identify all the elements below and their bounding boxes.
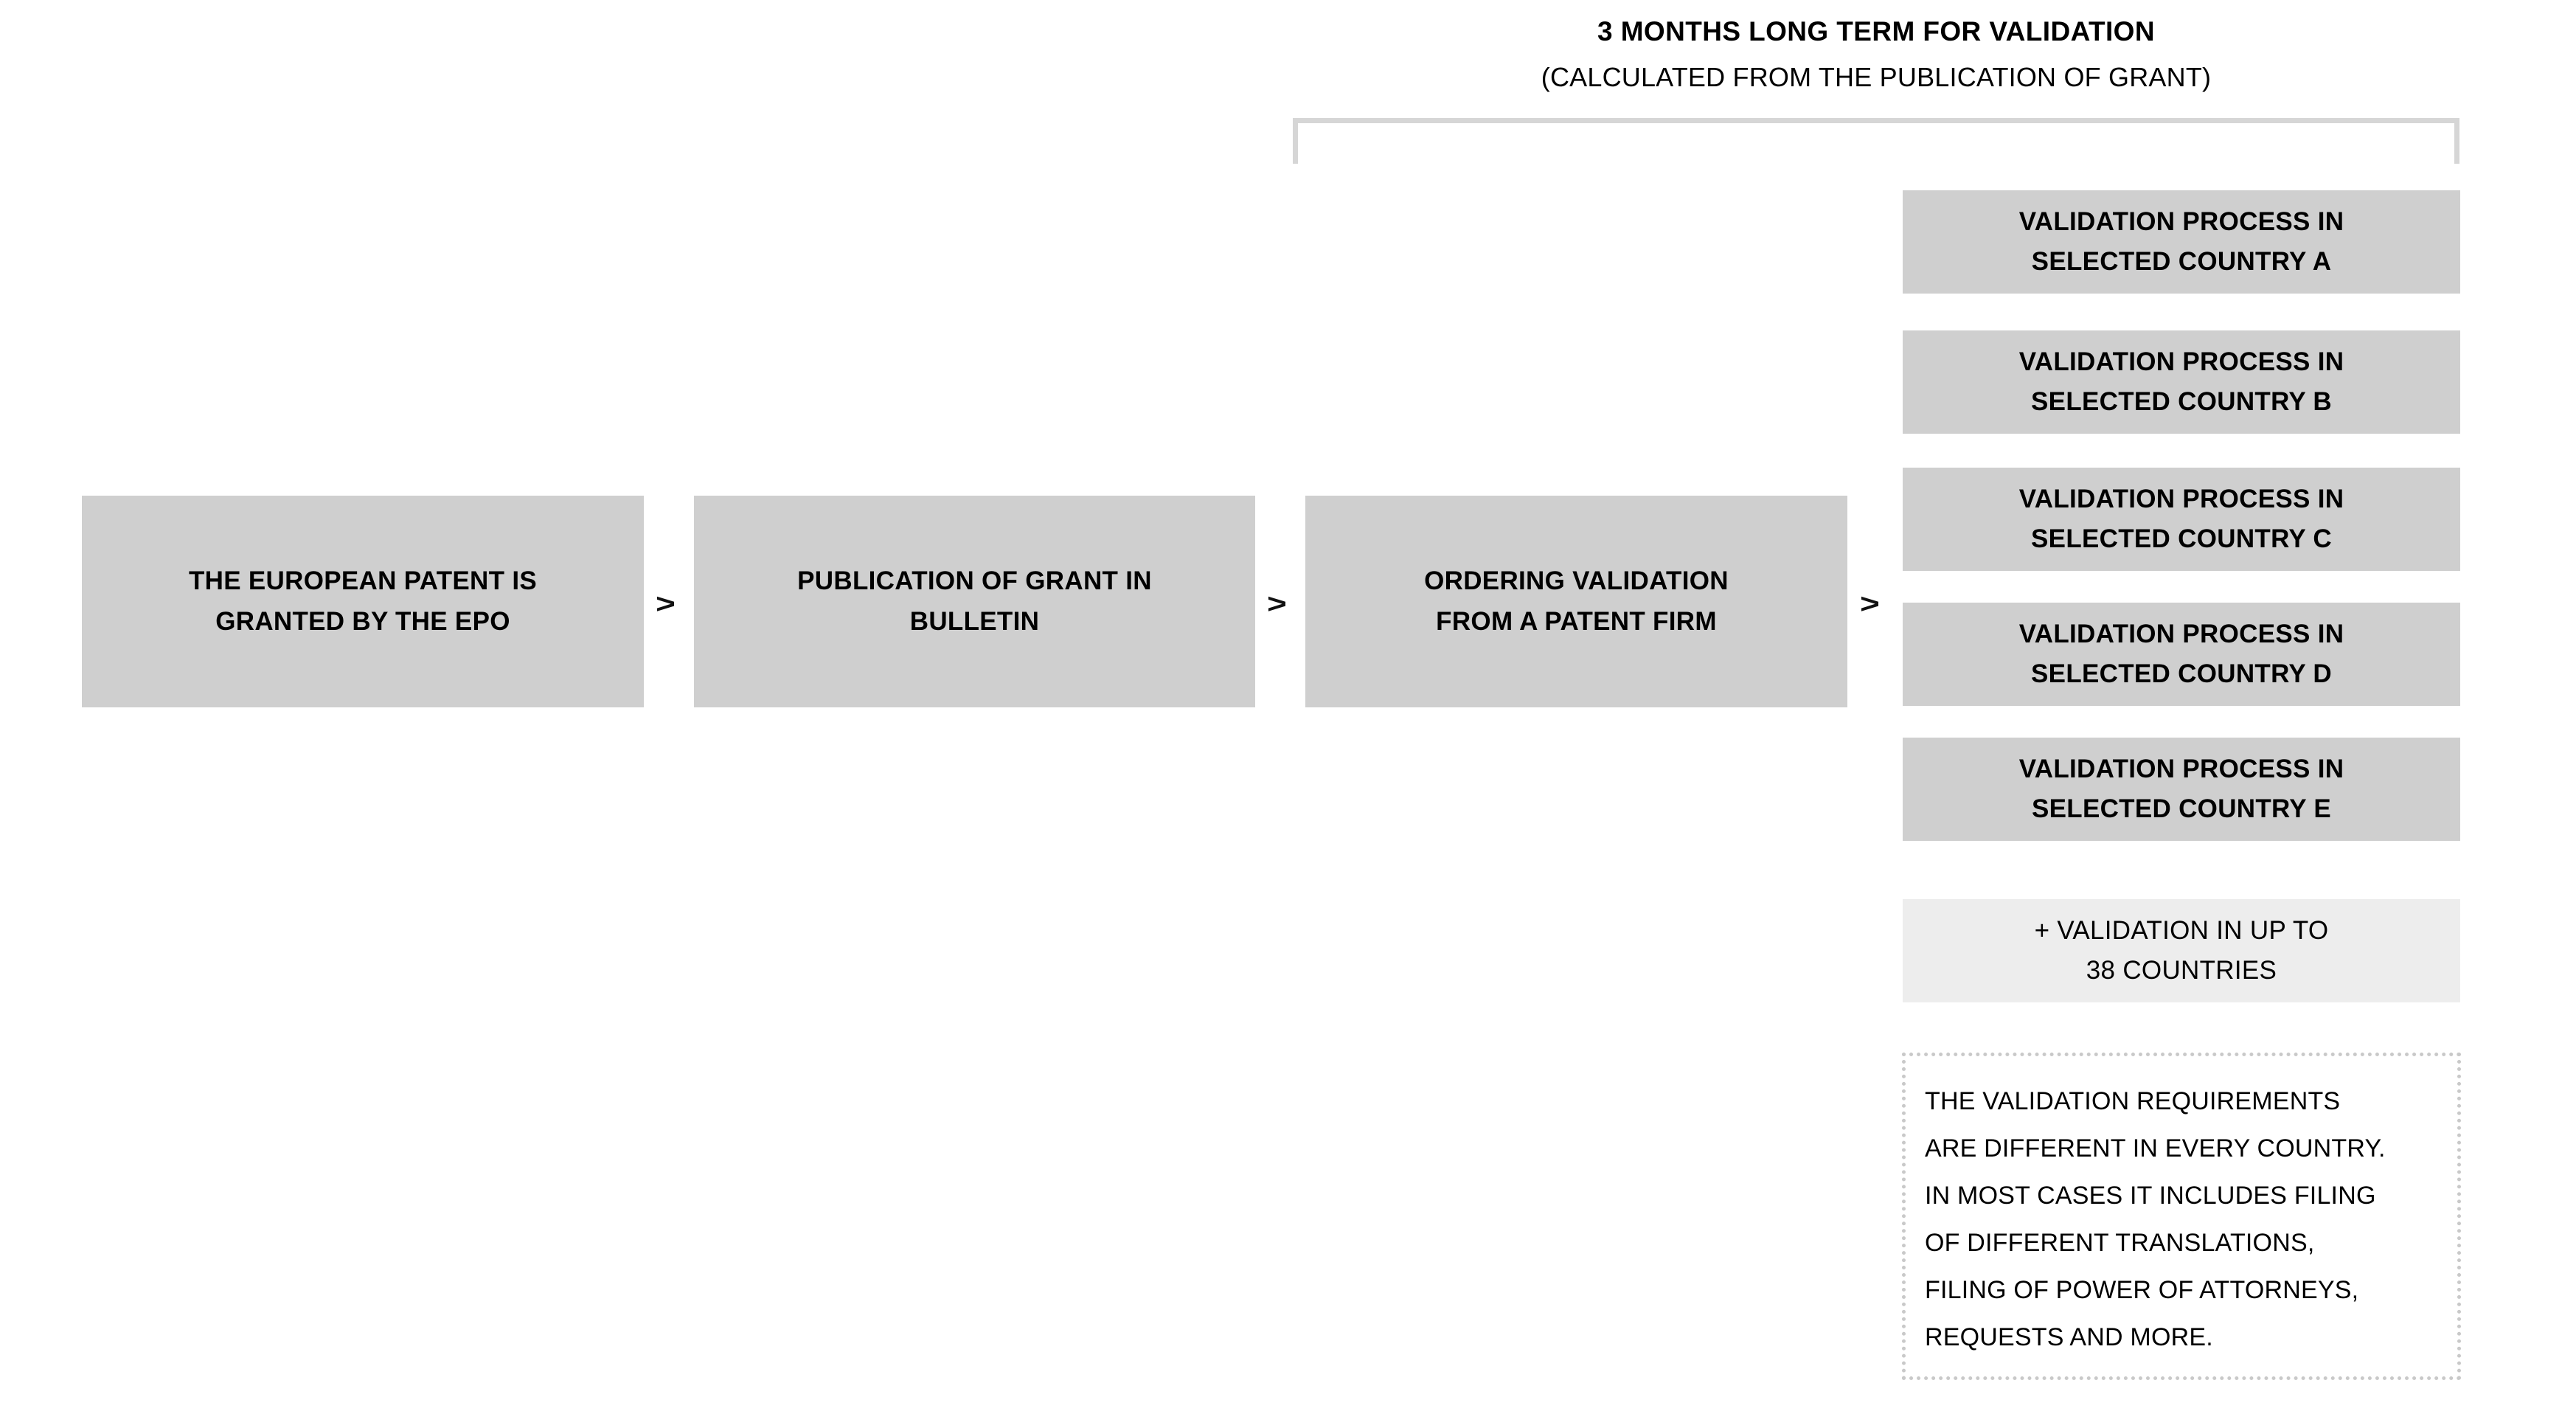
validation-box-label: VALIDATION PROCESS IN SELECTED COUNTRY A [2018,207,2344,276]
validation-requirements-note: THE VALIDATION REQUIREMENTS ARE DIFFEREN… [1902,1053,2461,1380]
flow-step-label: ORDERING VALIDATION FROM A PATENT FIRM [1424,566,1729,636]
flow-step-ordering-validation[interactable]: ORDERING VALIDATION FROM A PATENT FIRM [1305,496,1847,707]
validation-box-country-b[interactable]: VALIDATION PROCESS IN SELECTED COUNTRY B [1903,330,2460,434]
term-span-bracket [1293,118,2459,164]
flow-step-label: PUBLICATION OF GRANT IN BULLETIN [797,566,1152,636]
validation-box-label: VALIDATION PROCESS IN SELECTED COUNTRY D [2018,619,2344,688]
validation-box-country-e[interactable]: VALIDATION PROCESS IN SELECTED COUNTRY E [1903,738,2460,841]
validation-box-country-d[interactable]: VALIDATION PROCESS IN SELECTED COUNTRY D [1903,603,2460,706]
flow-step-publication-of-grant[interactable]: PUBLICATION OF GRANT IN BULLETIN [694,496,1255,707]
chevron-right-icon: > [1860,588,1880,619]
flow-step-patent-granted[interactable]: THE EUROPEAN PATENT IS GRANTED BY THE EP… [82,496,644,707]
validation-box-country-a[interactable]: VALIDATION PROCESS IN SELECTED COUNTRY A [1903,190,2460,294]
validation-box-additional-countries[interactable]: + VALIDATION IN UP TO 38 COUNTRIES [1903,899,2460,1002]
chevron-right-icon: > [1267,588,1287,619]
validation-box-label: VALIDATION PROCESS IN SELECTED COUNTRY E [2018,754,2344,823]
validation-term-subtitle: (CALCULATED FROM THE PUBLICATION OF GRAN… [1541,62,2212,92]
validation-box-label: VALIDATION PROCESS IN SELECTED COUNTRY C [2018,484,2344,553]
additional-countries-label: + VALIDATION IN UP TO 38 COUNTRIES [2034,915,2329,985]
validation-box-country-c[interactable]: VALIDATION PROCESS IN SELECTED COUNTRY C [1903,468,2460,571]
flow-step-label: THE EUROPEAN PATENT IS GRANTED BY THE EP… [188,566,537,636]
validation-term-title: 3 MONTHS LONG TERM FOR VALIDATION [1597,16,2155,46]
chevron-right-icon: > [656,588,676,619]
validation-box-label: VALIDATION PROCESS IN SELECTED COUNTRY B [2018,347,2344,416]
